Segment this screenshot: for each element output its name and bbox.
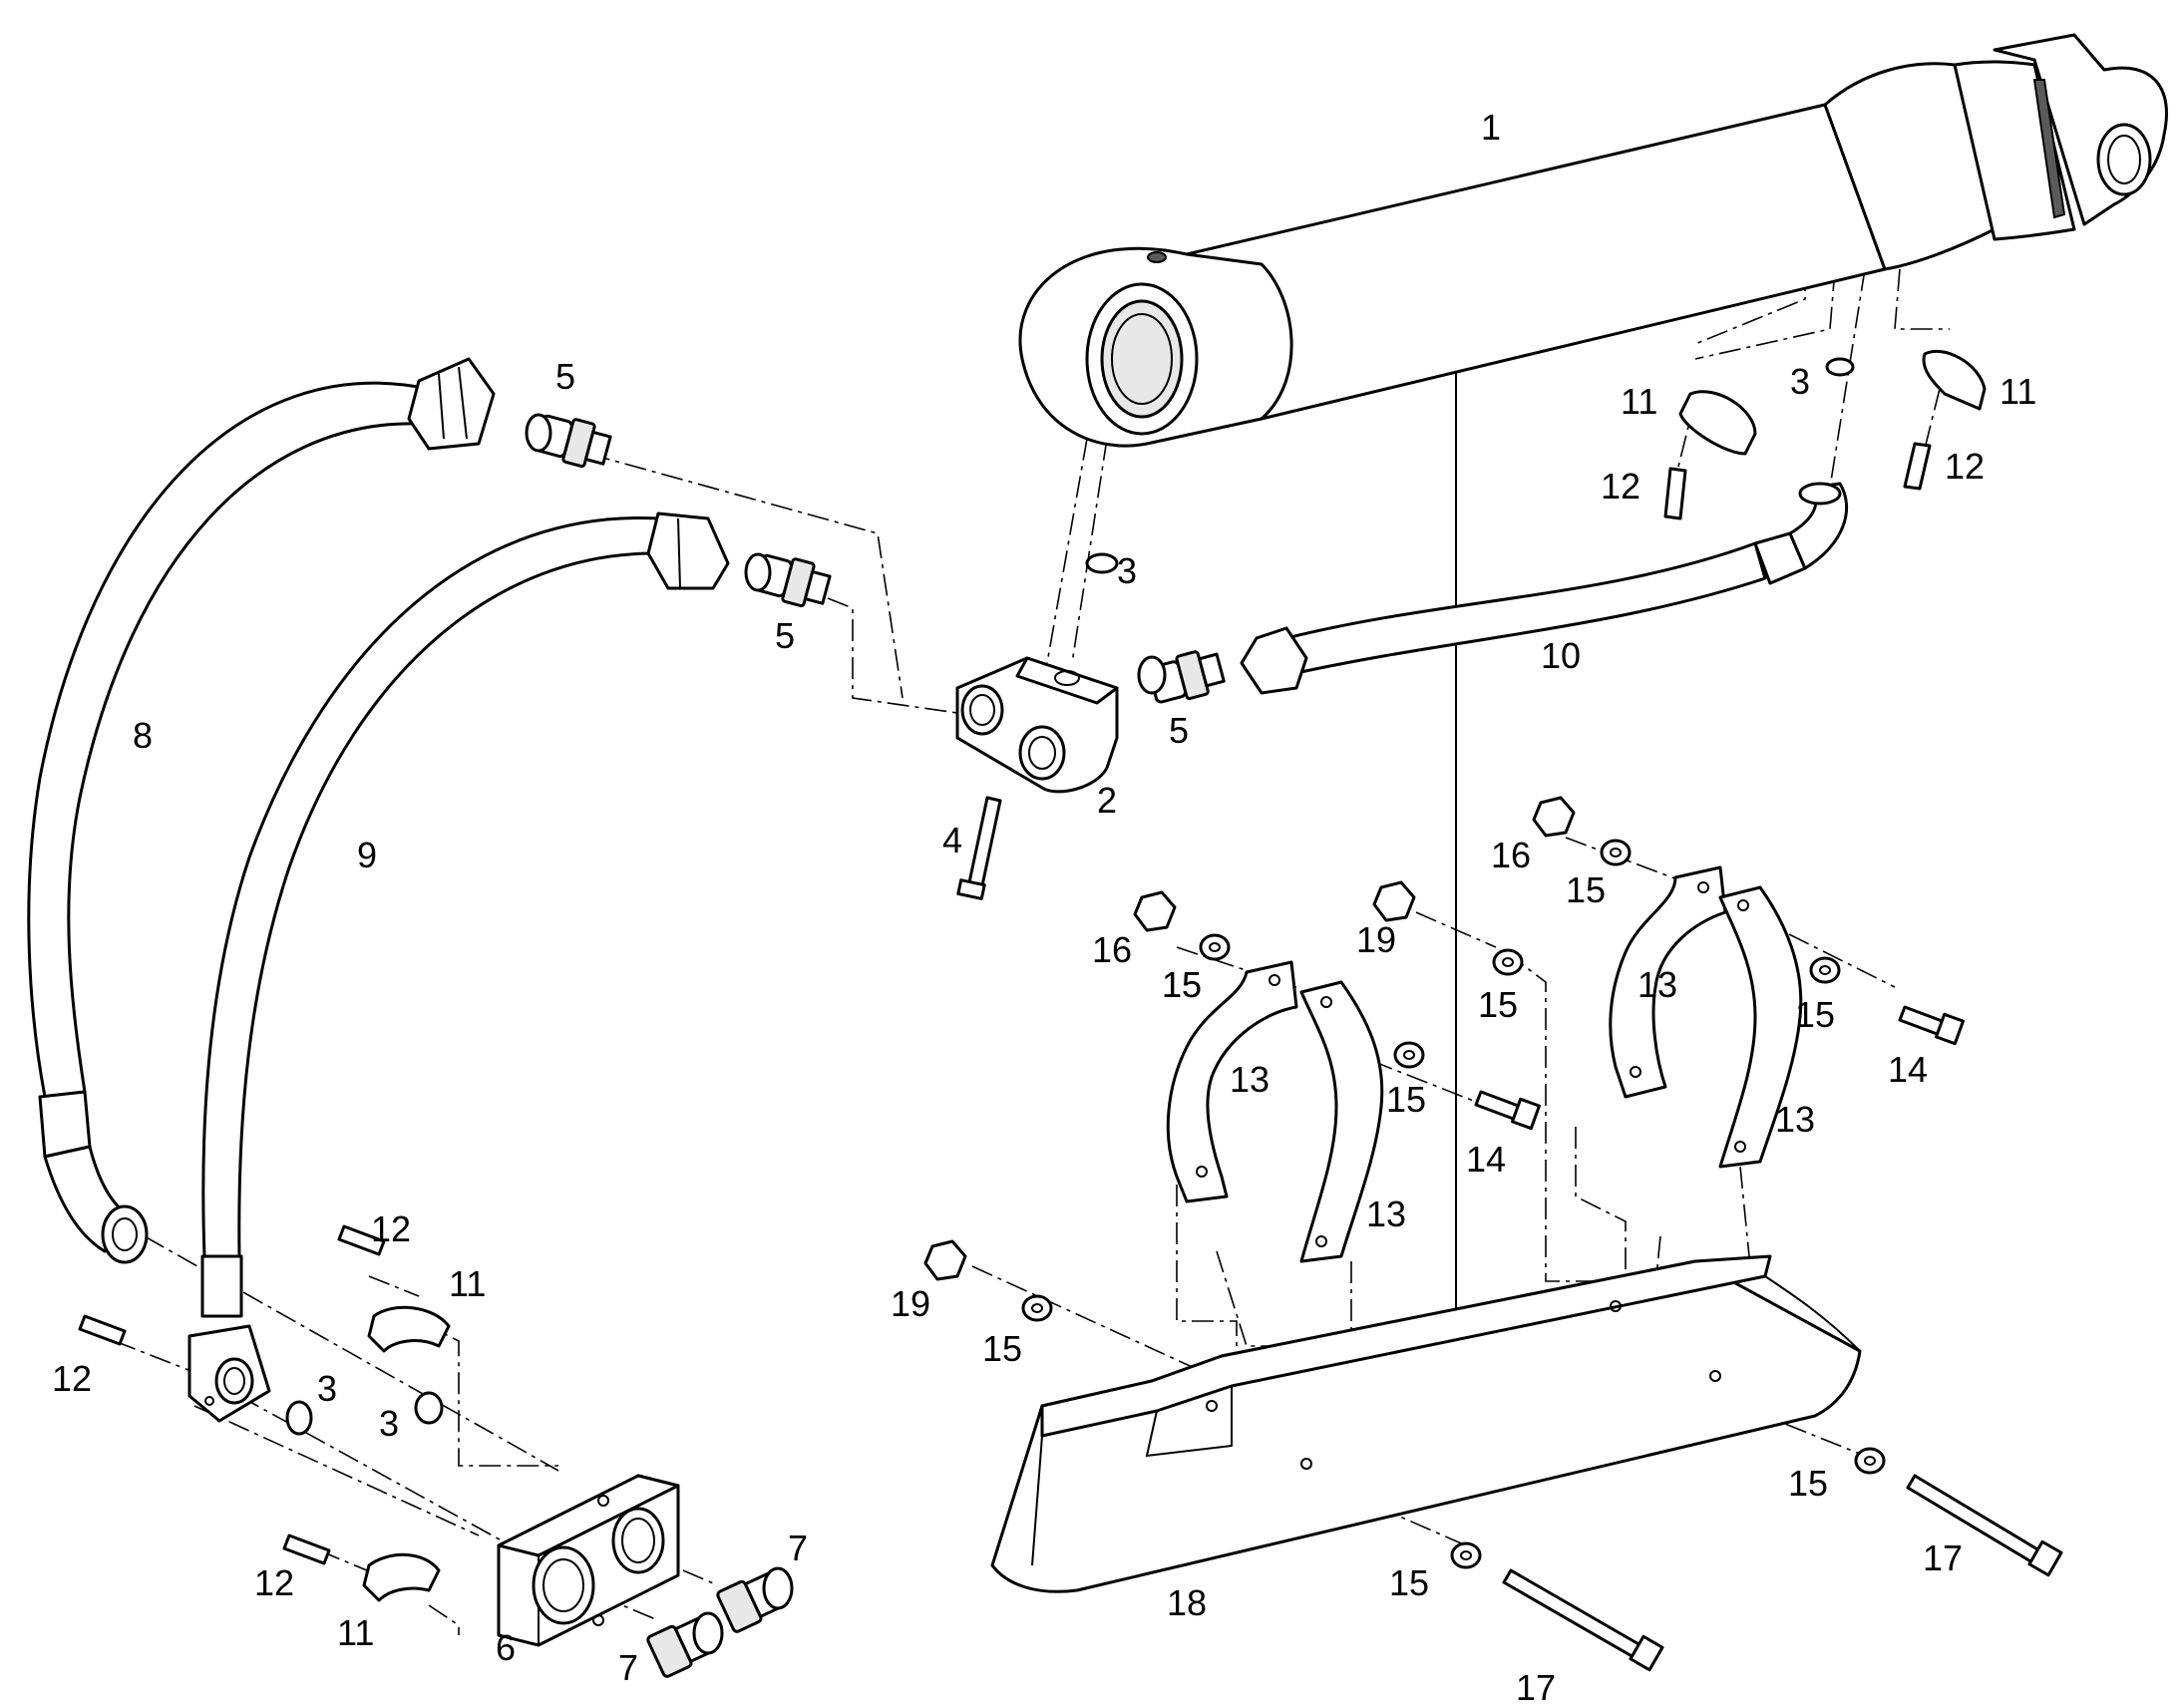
callout-15: 15 [1389, 1562, 1429, 1603]
o-rings [285, 357, 1855, 1436]
callout-3: 3 [1790, 361, 1810, 402]
callout-5: 5 [1169, 710, 1189, 751]
callout-11: 11 [1999, 371, 2036, 412]
callout-13: 13 [1366, 1194, 1406, 1234]
callout-13: 13 [1775, 1099, 1815, 1140]
washers [1021, 839, 1886, 1569]
callout-7: 7 [788, 1528, 808, 1568]
hose-clamps [1166, 865, 1803, 1263]
callout-8: 8 [133, 715, 153, 756]
callout-11: 11 [337, 1612, 374, 1653]
callout-1: 1 [1481, 107, 1501, 148]
callout-12: 12 [1601, 466, 1640, 507]
callout-7: 7 [618, 1647, 638, 1688]
callout-14: 14 [1466, 1139, 1506, 1180]
callout-13: 13 [1637, 964, 1677, 1005]
callout-12: 12 [52, 1358, 92, 1399]
callout-9: 9 [357, 835, 377, 875]
callout-16: 16 [1092, 929, 1132, 970]
callout-12: 12 [371, 1208, 411, 1249]
callout-15: 15 [1162, 964, 1202, 1005]
callout-11: 11 [449, 1263, 486, 1304]
callout-15: 15 [982, 1328, 1022, 1369]
callout-16: 16 [1491, 835, 1531, 875]
callout-15: 15 [1566, 869, 1606, 910]
callout-19: 19 [891, 1283, 930, 1324]
callout-15: 15 [1386, 1079, 1426, 1120]
manifold-block [497, 1474, 680, 1647]
guard-bolts [1502, 1474, 2063, 1672]
callout-3: 3 [1117, 550, 1137, 591]
valve-block [955, 656, 1119, 794]
cylinder-guard [990, 1254, 1862, 1593]
hose-9 [187, 512, 730, 1423]
nuts [923, 796, 1576, 1281]
callout-12: 12 [1945, 446, 1985, 487]
flange-clamps [362, 349, 1987, 1602]
long-bolt [956, 796, 1002, 900]
callout-13: 13 [1230, 1059, 1270, 1100]
callout-6: 6 [496, 1627, 516, 1668]
callout-12: 12 [254, 1562, 294, 1603]
clamp-bolts [1474, 1005, 1966, 1131]
callout-17: 17 [1516, 1667, 1556, 1708]
hydraulic-cylinder [1018, 33, 2168, 448]
callout-15: 15 [1795, 994, 1835, 1035]
callout-15: 15 [1788, 1463, 1828, 1504]
callout-15: 15 [1478, 984, 1518, 1025]
hose-8 [27, 357, 496, 1264]
callout-2: 2 [1097, 780, 1117, 821]
callout-18: 18 [1167, 1582, 1207, 1623]
adapter-fittings [525, 413, 1226, 704]
hose-10 [1240, 482, 1849, 695]
callout-14: 14 [1888, 1049, 1928, 1090]
callout-4: 4 [942, 820, 962, 860]
callout-5: 5 [555, 356, 575, 397]
callout-15: 15 [1162, 964, 1202, 1005]
callout-5: 5 [775, 615, 795, 656]
callout-11: 11 [1621, 381, 1657, 422]
callout-3: 3 [317, 1368, 337, 1409]
outlet-fittings [646, 1566, 794, 1678]
callout-17: 17 [1923, 1537, 1963, 1578]
callout-10: 10 [1541, 635, 1581, 676]
flange-bolts [78, 442, 1932, 1565]
callout-3: 3 [379, 1403, 399, 1444]
callout-19: 19 [1356, 919, 1396, 960]
callout-labels: 1 2 3 3 3 3 4 5 5 5 6 7 7 8 9 10 11 11 1… [52, 107, 2036, 1708]
